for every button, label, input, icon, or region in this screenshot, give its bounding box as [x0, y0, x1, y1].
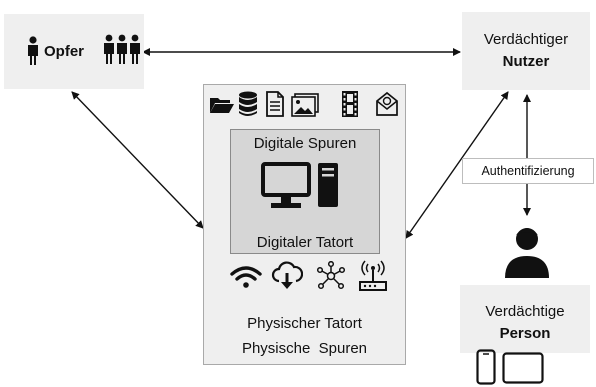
- pc-tower-icon: [318, 163, 338, 207]
- suspect-person-line1: Verdächtige: [485, 303, 565, 320]
- network-icon: [316, 261, 346, 290]
- victim-box: Opfer: [4, 14, 144, 89]
- authentication-box: Authentifizierung: [462, 158, 594, 184]
- document-icon: [266, 91, 284, 117]
- router-icon: [359, 260, 387, 291]
- wifi-icon: [230, 266, 262, 288]
- folder-icon: [210, 98, 234, 113]
- arrow-user-center: [405, 91, 509, 239]
- physical-scene-label: Physischer Tatort: [247, 315, 362, 332]
- digital-scene-panel: Digitale Spuren Digitaler Tatort: [230, 129, 380, 254]
- cloud-download-icon: [271, 261, 303, 289]
- tablet-icon: [502, 352, 544, 384]
- authentication-label: Authentifizierung: [481, 164, 575, 178]
- arrow-victim-center: [71, 91, 204, 229]
- person-icon: [28, 36, 38, 65]
- group-icon: [104, 34, 140, 64]
- suspect-user-line1: Verdächtiger: [483, 31, 569, 48]
- email-icon: [376, 91, 398, 116]
- digital-scene-label: Digitaler Tatort: [256, 234, 354, 251]
- monitor-icon: [261, 162, 311, 208]
- physical-traces-label: Physische Spuren: [241, 340, 368, 357]
- person-icon: [505, 228, 549, 278]
- physical-scene-panel: Digitale Spuren Digitaler Tatort: [203, 84, 406, 365]
- suspect-person-line2: Person: [499, 325, 551, 342]
- smartphone-icon: [476, 349, 496, 385]
- suspect-user-line2: Nutzer: [502, 53, 550, 70]
- victim-label: Opfer: [44, 43, 85, 60]
- digital-traces-label: Digitale Spuren: [253, 135, 357, 152]
- film-icon: [342, 91, 358, 117]
- suspect-user-box: Verdächtiger Nutzer: [462, 12, 590, 90]
- database-icon: [239, 91, 257, 116]
- image-icon: [291, 93, 319, 117]
- suspect-person-box: Verdächtige Person: [460, 285, 590, 353]
